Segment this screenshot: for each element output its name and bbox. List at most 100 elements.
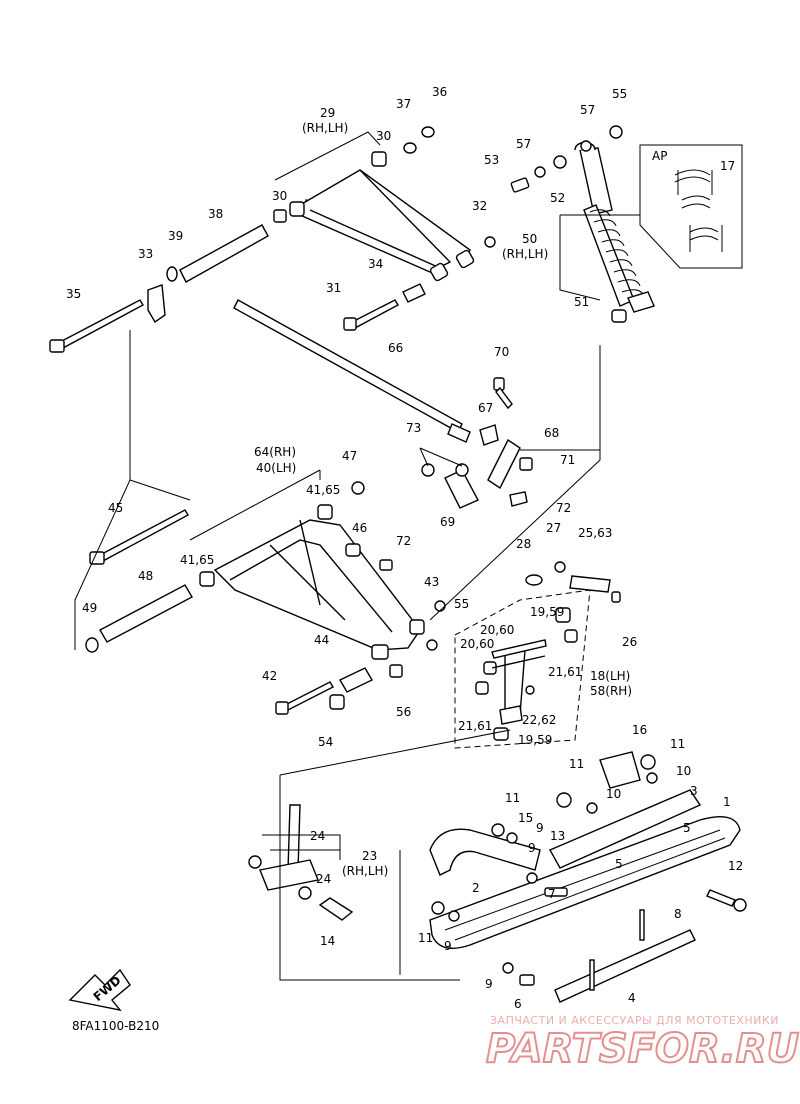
callout-57b: 57 [580,103,595,117]
callout-4: 4 [628,991,636,1005]
callout-41-65b: 41,65 [180,553,214,567]
spring-inset: AP [639,144,743,269]
callout-3: 3 [690,784,698,798]
callout-48: 48 [138,569,153,583]
callout-21-61a: 21,61 [548,665,582,679]
callout-15: 15 [518,811,533,825]
callout-53: 53 [484,153,499,167]
callout-23: 23 [362,849,377,863]
bolt-35 [49,299,144,353]
watermark: ЗАПЧАСТИ И АКСЕССУАРЫ ДЛЯ МОТОТЕХНИКИ PA… [485,1014,800,1073]
callout-30b: 30 [272,189,287,203]
shaft-48 [85,584,193,653]
callout-47: 47 [342,449,357,463]
bolt-42 [275,664,403,715]
callout-67: 67 [478,401,493,415]
rod-66 [233,299,471,443]
callout-11c: 11 [505,791,520,805]
callout-43: 43 [424,575,439,589]
callout-5b: 5 [683,821,691,835]
callout-28: 28 [516,537,531,551]
callout-33: 33 [138,247,153,261]
callout-42: 42 [262,669,277,683]
shaft-38 [179,224,269,283]
callout-5a: 5 [615,857,623,871]
callout-68: 68 [544,426,559,440]
callout-11d: 11 [418,931,433,945]
callout-21-61b: 21,61 [458,719,492,733]
callout-55b: 55 [612,87,627,101]
callout-39: 39 [168,229,183,243]
inset-ap-label: AP [652,149,667,163]
callout-45: 45 [108,501,123,515]
callout-58: 58(RH) [590,684,632,698]
callout-73: 73 [406,421,421,435]
callout-34: 34 [368,257,383,271]
callout-56: 56 [396,705,411,719]
callout-12: 12 [728,859,743,873]
callout-9d: 9 [485,977,493,991]
callout-71: 71 [560,453,575,467]
callout-52: 52 [550,191,565,205]
callout-72b: 72 [396,534,411,548]
lower-arm-assembly [199,481,446,660]
callout-72a: 72 [556,501,571,515]
watermark-subtitle: ЗАПЧАСТИ И АКСЕССУАРЫ ДЛЯ МОТОТЕХНИКИ [490,1014,779,1027]
upper-arm-assembly [273,126,496,282]
callout-50-sub: (RH,LH) [502,247,548,261]
callout-10a: 10 [606,787,621,801]
callout-10b: 10 [676,764,691,778]
bracket-33 [147,266,178,324]
spindle-assembly [454,561,621,749]
callout-37: 37 [396,97,411,111]
callout-46: 46 [352,521,367,535]
callout-23-sub: (RH,LH) [342,864,388,878]
callout-54: 54 [318,735,333,749]
callout-19-59a: 19,59 [530,605,564,619]
callout-25-63: 25,63 [578,526,612,540]
callout-6: 6 [514,997,522,1011]
callout-11b: 11 [569,757,584,771]
bolt-31 [343,283,426,331]
callout-69: 69 [440,515,455,529]
callout-41-65a: 41,65 [306,483,340,497]
callout-7: 7 [548,887,556,901]
callout-2: 2 [472,881,480,895]
leader-lines [74,214,640,981]
diagram-code: 8FA1100-B210 [72,1019,159,1033]
callout-32: 32 [472,199,487,213]
shock-absorber-50 [510,125,655,323]
callout-55a: 55 [454,597,469,611]
callout-44: 44 [314,633,329,647]
callout-20-60a: 20,60 [480,623,514,637]
callout-66: 66 [388,341,403,355]
callout-16: 16 [632,723,647,737]
callout-30a: 30 [376,129,391,143]
callout-38: 38 [208,207,223,221]
callout-9a: 9 [536,821,544,835]
callout-70: 70 [494,345,509,359]
callout-29-sub: (RH,LH) [302,121,348,135]
callout-24a: 24 [310,829,325,843]
callout-50: 50 [522,232,537,246]
callout-9c: 9 [444,939,452,953]
callout-35: 35 [66,287,81,301]
callout-20-60b: 20,60 [460,637,494,651]
callout-24b: 24 [316,872,331,886]
callout-49: 49 [82,601,97,615]
callout-51: 51 [574,295,589,309]
callout-labels: 1 2 3 4 5 5 6 7 8 9 9 9 9 10 10 11 11 11… [66,85,743,1011]
steering-column-23 [248,804,354,921]
fwd-arrow: FWD [68,968,131,1012]
linkage-68 [421,377,533,509]
callout-1: 1 [723,795,731,809]
callout-13: 13 [550,829,565,843]
callout-17: 17 [720,159,735,173]
callout-36: 36 [432,85,447,99]
callout-64: 64(RH) [254,445,296,459]
callout-57a: 57 [516,137,531,151]
callout-26: 26 [622,635,637,649]
watermark-brand: PARTSFOR.RU [486,1026,799,1072]
